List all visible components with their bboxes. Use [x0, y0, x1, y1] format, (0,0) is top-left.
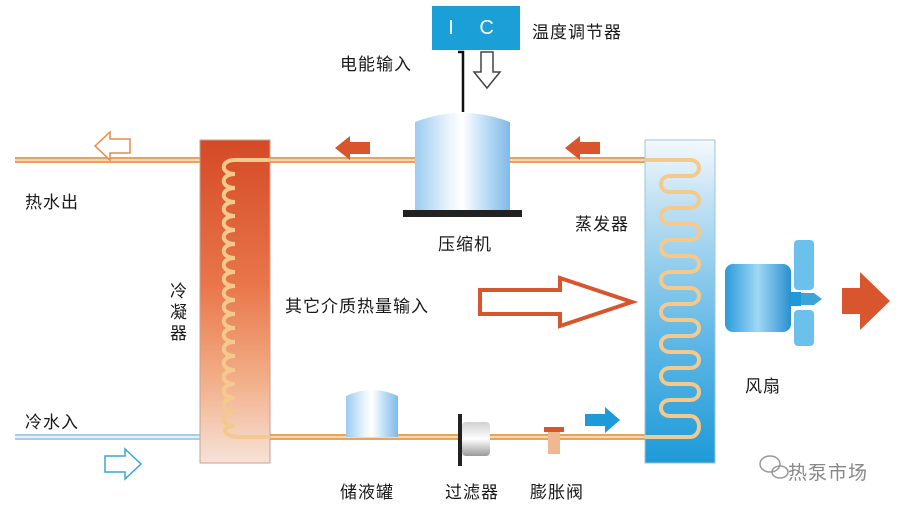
flow-arrow-left-1 — [335, 136, 370, 160]
top-pipe — [15, 157, 647, 163]
condenser-label: 冷凝器 — [166, 282, 186, 345]
fan-label: 风扇 — [745, 377, 781, 397]
compressor — [403, 113, 522, 217]
temperature-controller-ic: I C — [432, 6, 520, 50]
evaporator-coil — [645, 158, 701, 439]
compressor-label: 压缩机 — [438, 235, 492, 255]
expansion-valve-label: 膨胀阀 — [530, 483, 584, 503]
hot-water-out-arrow — [93, 130, 131, 162]
cold-water-in-label: 冷水入 — [25, 413, 79, 433]
filter-label: 过滤器 — [445, 483, 499, 503]
power-input-label: 电能输入 — [340, 55, 412, 75]
flow-arrow-right-blue — [585, 407, 620, 433]
fan — [725, 240, 822, 346]
hot-water-out-label: 热水出 — [25, 193, 79, 213]
watermark: 热泵市场 — [788, 462, 869, 484]
condenser-coil — [221, 158, 270, 439]
temperature-controller-label: 温度调节器 — [532, 23, 622, 43]
flow-arrow-left-2 — [565, 136, 600, 160]
power-down-arrow — [472, 51, 502, 90]
heat-input-label: 其它介质热量输入 — [285, 297, 429, 317]
power-wire — [458, 50, 465, 112]
wechat-icon — [759, 455, 789, 479]
air-out-arrow — [842, 272, 890, 330]
cold-water-in-arrow — [104, 447, 143, 481]
filter — [458, 414, 490, 466]
cold-water-pipe — [15, 434, 201, 440]
bottom-pipe — [230, 434, 647, 440]
receiver-label: 储液罐 — [340, 483, 394, 503]
evaporator-label: 蒸发器 — [575, 215, 629, 235]
receiver — [346, 390, 398, 437]
heat-input-arrow — [478, 275, 639, 329]
expansion-valve — [544, 427, 564, 454]
